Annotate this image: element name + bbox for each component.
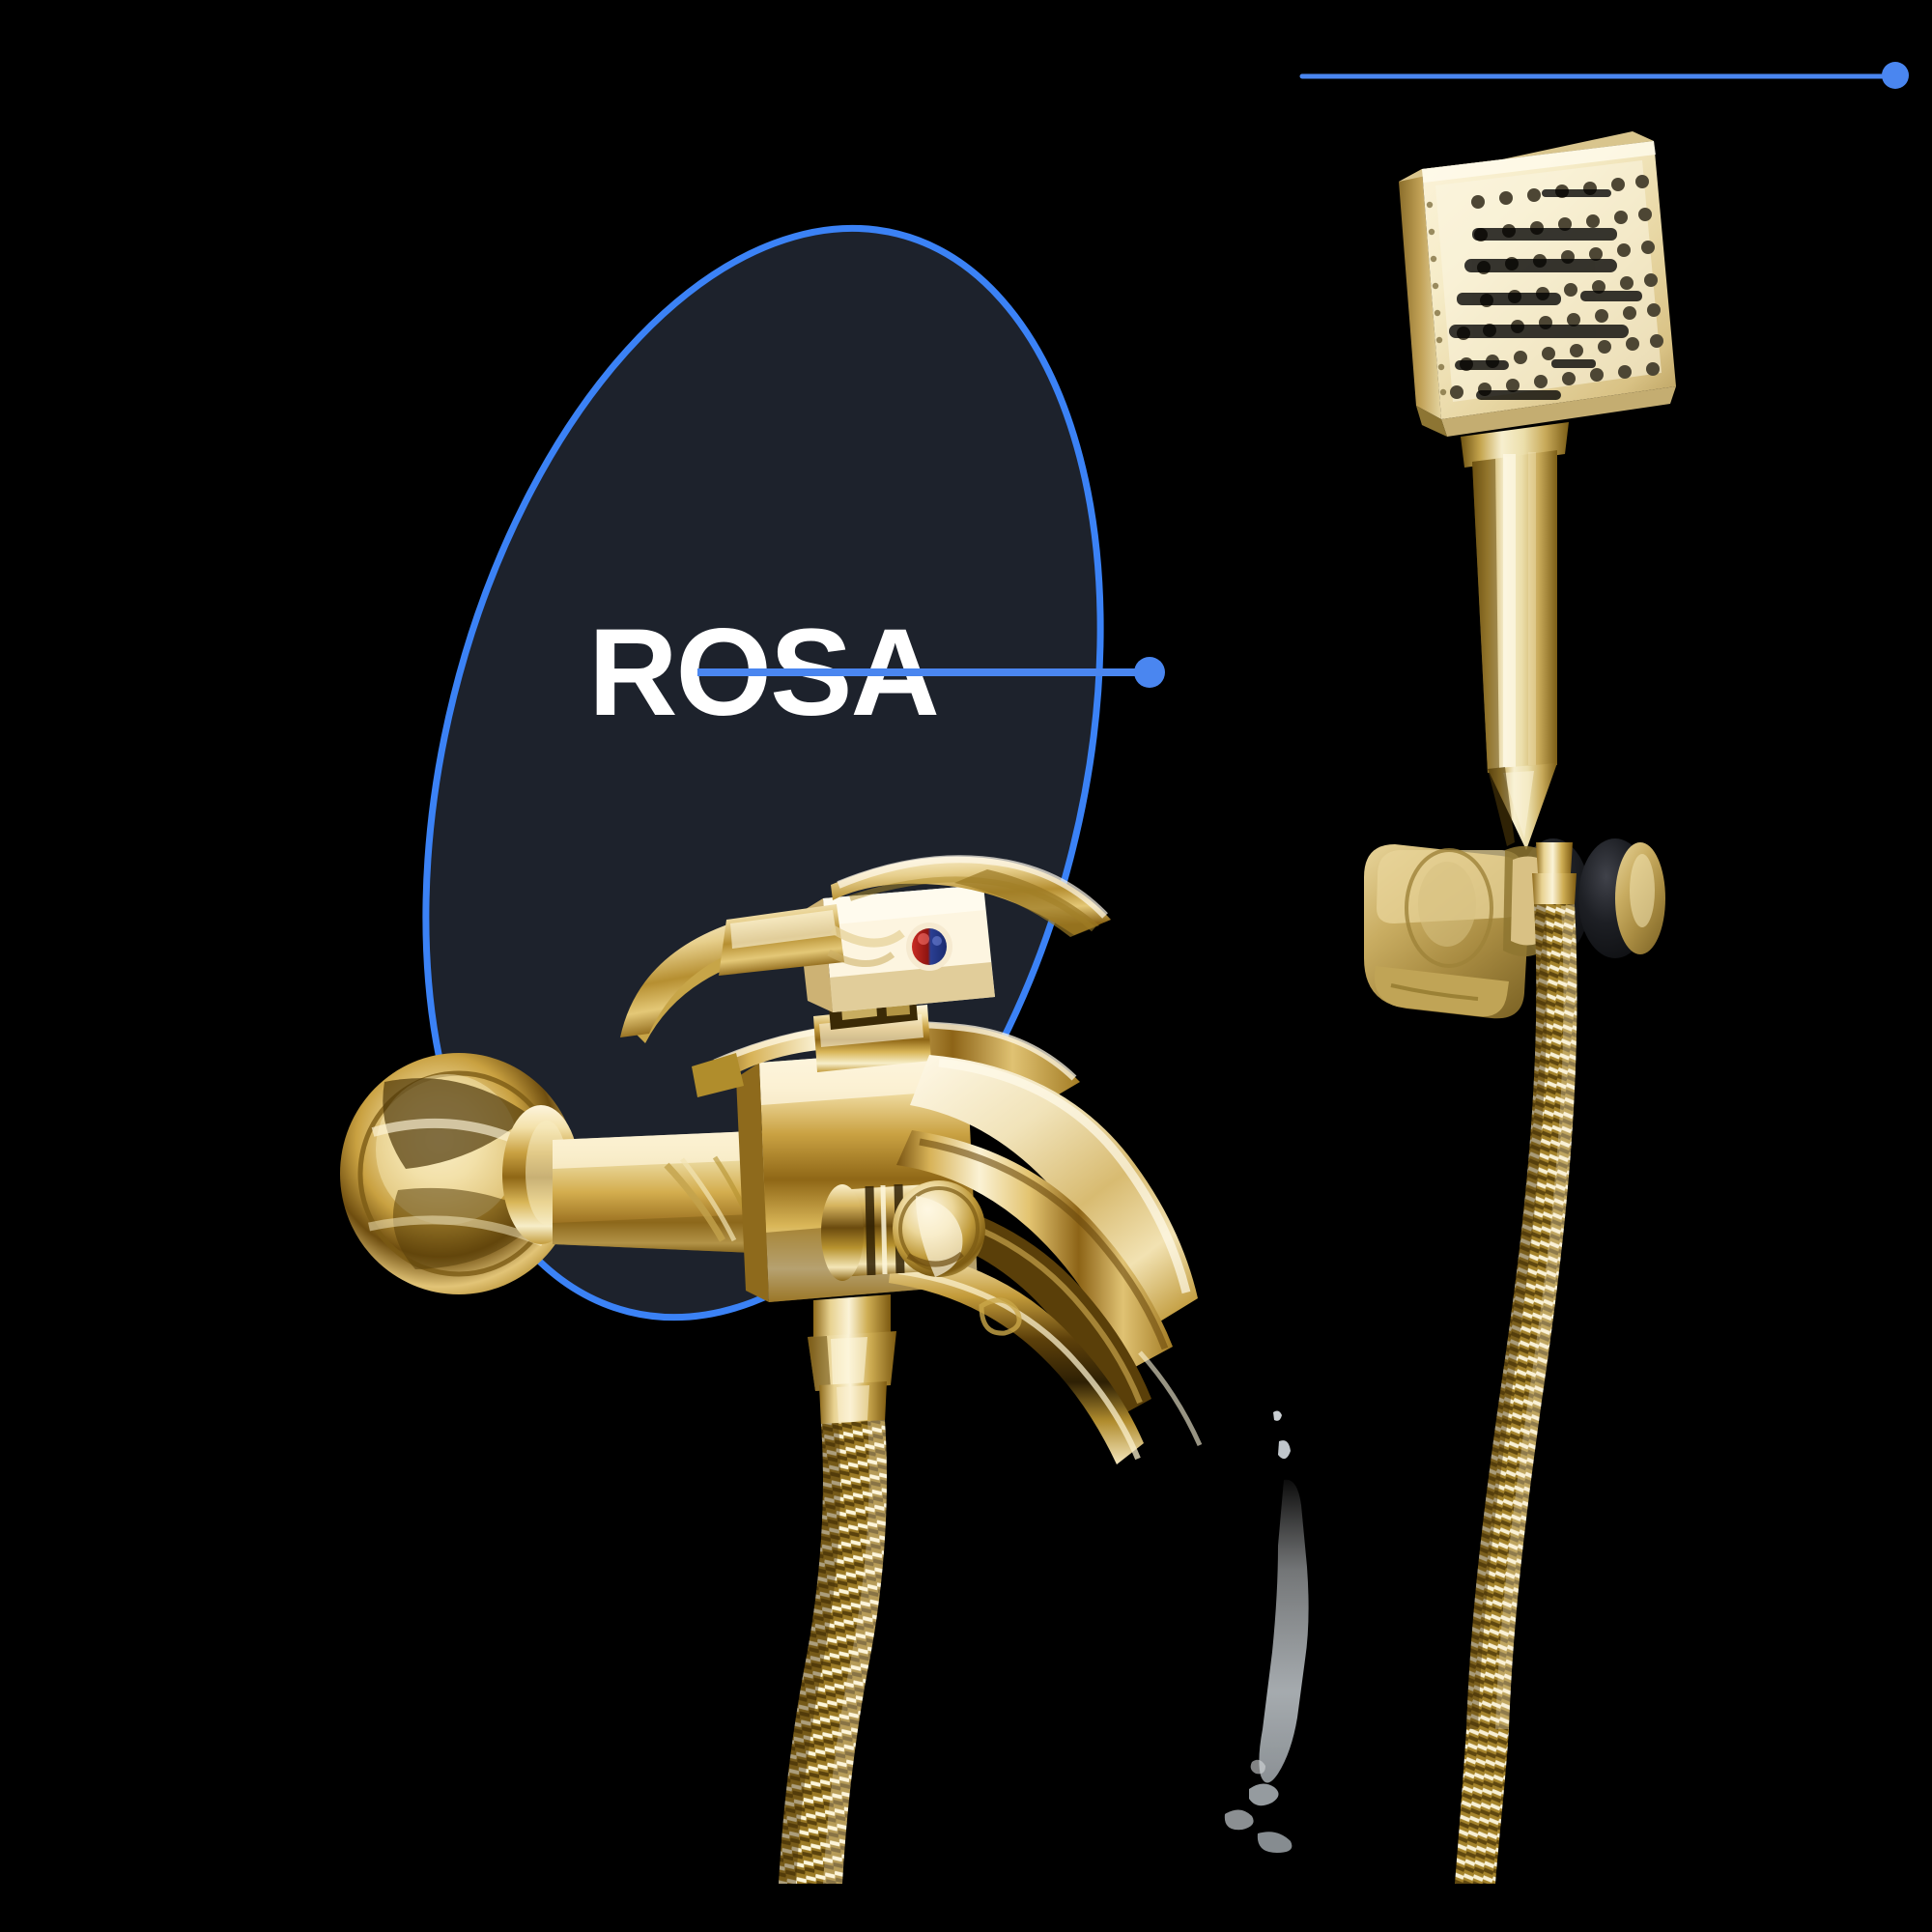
hot-cold-indicator <box>906 923 952 971</box>
shower-hose-lower <box>779 1420 887 1884</box>
brand-logo: ROSA <box>588 604 1165 742</box>
water-spray-artifact <box>1224 1410 1309 1853</box>
hand-shower-head <box>1399 131 1676 437</box>
mixer-lever-handle <box>620 855 1111 1043</box>
top-accent-rule <box>1299 62 1909 89</box>
hose-nut <box>808 1294 896 1426</box>
shower-head-nozzle-grid <box>1449 175 1663 400</box>
diverter-knob <box>821 1180 985 1281</box>
shower-hose-upper <box>1455 842 1577 1884</box>
shower-wand-handle <box>1461 422 1569 850</box>
waterfall-spout <box>889 1055 1203 1464</box>
wall-flange <box>340 1053 580 1294</box>
brand-accent-dot <box>1134 657 1165 688</box>
top-accent-dot <box>1882 62 1909 89</box>
shower-head-edge-holes <box>1426 201 1447 396</box>
